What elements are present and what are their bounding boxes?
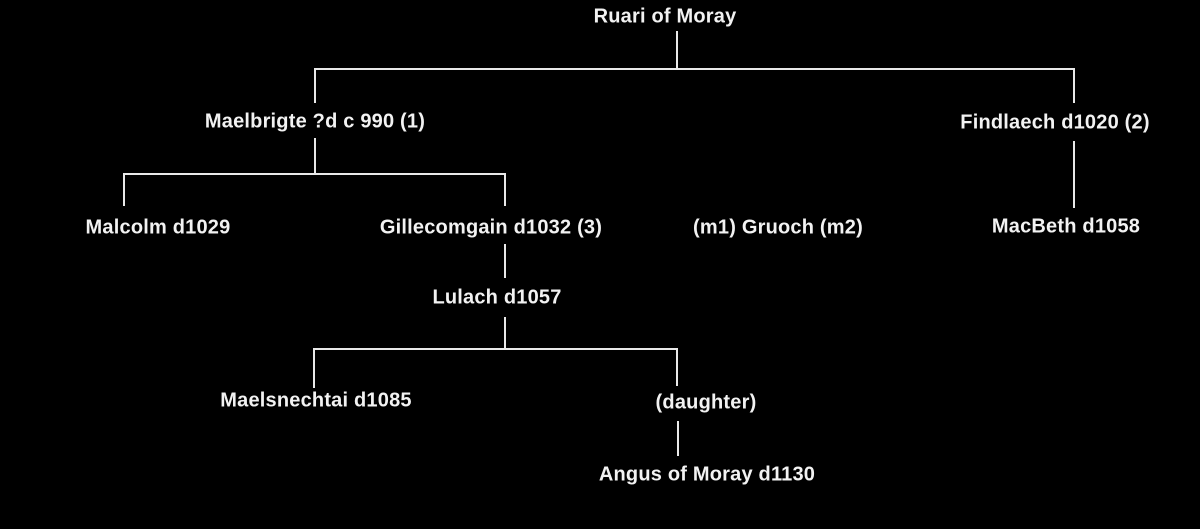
connector-maelsnechtai-drop	[313, 348, 315, 388]
node-maelsnechtai: Maelsnechtai d1085	[220, 389, 412, 412]
node-ruari: Ruari of Moray	[593, 5, 737, 28]
node-angus: Angus of Moray d1130	[598, 463, 816, 486]
connector-maelbrigte-stem	[314, 138, 316, 175]
connector-lulach-drop	[504, 317, 506, 350]
connector-findlaech-drop	[1073, 68, 1075, 103]
connector-gillecomgain-drop	[504, 173, 506, 206]
connector-gen1-bar	[314, 68, 1075, 70]
node-daughter: (daughter)	[655, 391, 757, 414]
connector-lulach-stem	[504, 244, 506, 278]
connector-ruari-stem	[676, 31, 678, 69]
node-macbeth: MacBeth d1058	[991, 215, 1141, 238]
connector-angus-stem	[677, 421, 679, 456]
node-lulach: Lulach d1057	[432, 286, 562, 309]
connector-macbeth-stem	[1073, 141, 1075, 208]
connector-maelbrigte-drop	[314, 68, 316, 103]
connector-malcolm-drop	[123, 173, 125, 206]
connector-daughter-drop	[676, 348, 678, 386]
connector-gen3-bar	[313, 348, 678, 350]
node-gruoch: (m1) Gruoch (m2)	[693, 216, 863, 239]
node-malcolm: Malcolm d1029	[85, 216, 231, 239]
node-findlaech: Findlaech d1020 (2)	[960, 111, 1150, 134]
node-gillecomgain: Gillecomgain d1032 (3)	[379, 216, 603, 239]
connector-gen2-bar	[123, 173, 506, 175]
node-maelbrigte: Maelbrigte ?d c 990 (1)	[204, 110, 426, 133]
